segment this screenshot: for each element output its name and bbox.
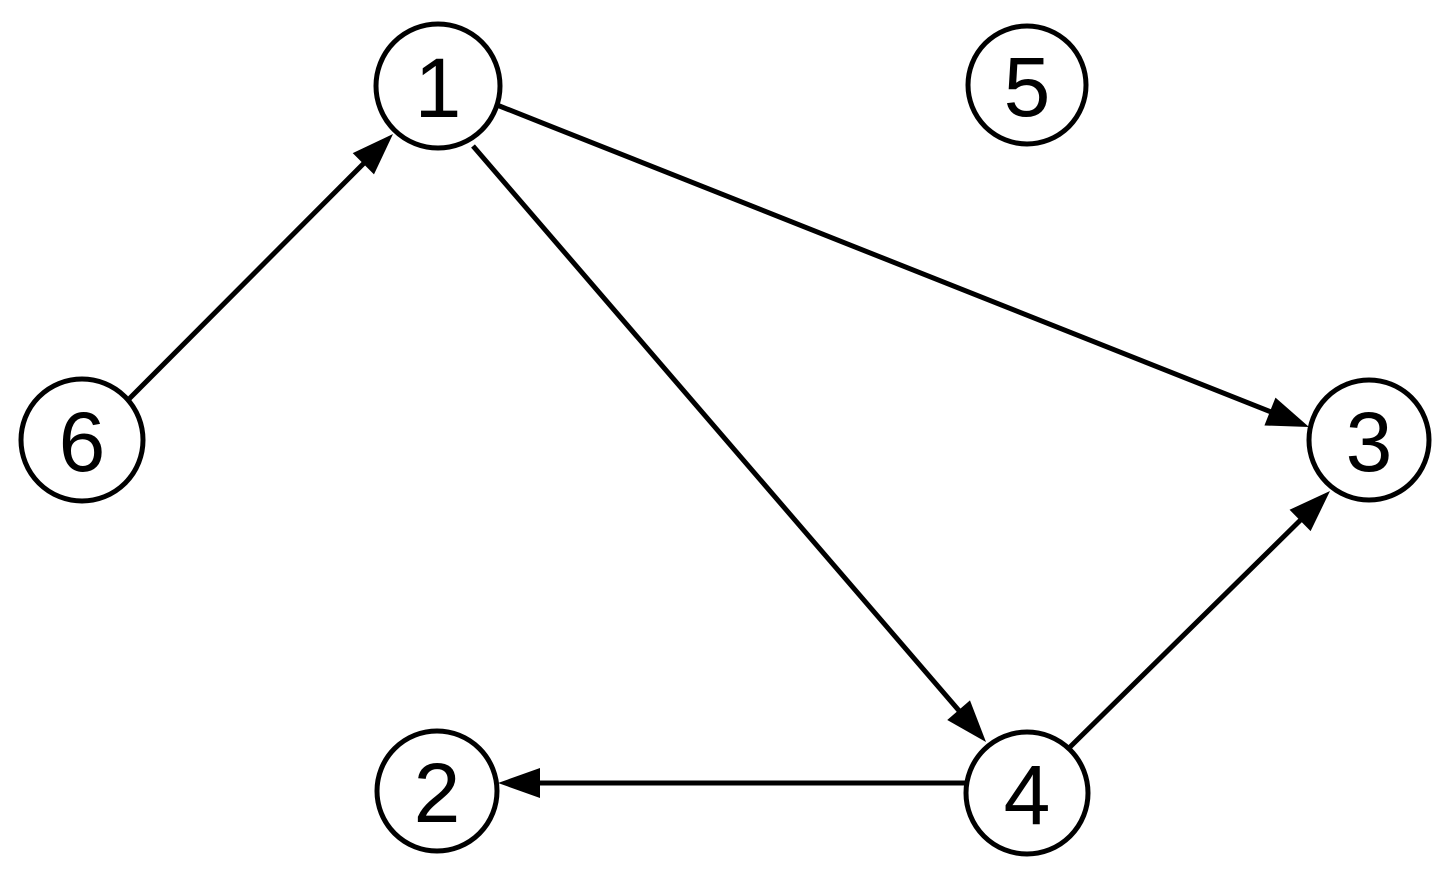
- nodes-layer: 1 2 3 4 5 6: [18, 21, 1432, 857]
- node-circle[interactable]: [18, 376, 146, 504]
- graph-node-3[interactable]: 3: [1306, 377, 1432, 503]
- edge-line: [126, 157, 370, 402]
- node-circle[interactable]: [963, 729, 1091, 857]
- edge-line: [471, 144, 965, 717]
- graph-node-5[interactable]: 5: [965, 23, 1089, 147]
- arrowhead-icon: [1264, 397, 1309, 427]
- node-label: 4: [1004, 748, 1051, 842]
- arrowhead-icon: [352, 134, 393, 175]
- graph-edge-1-3: [496, 102, 1309, 427]
- edge-line: [496, 102, 1277, 417]
- node-circle[interactable]: [374, 728, 500, 854]
- node-label: 1: [415, 41, 462, 135]
- graph-edge-4-3: [1067, 491, 1330, 750]
- node-label: 5: [1004, 40, 1051, 134]
- arrowhead-icon: [1289, 491, 1330, 532]
- node-label: 3: [1346, 395, 1393, 489]
- graph-edge-6-1: [126, 134, 393, 402]
- graph-edge-4-2: [498, 768, 967, 798]
- edge-line: [1067, 514, 1307, 750]
- arrowhead-icon: [947, 700, 986, 742]
- arrowhead-icon: [498, 768, 540, 798]
- node-label: 6: [59, 395, 106, 489]
- graph-node-6[interactable]: 6: [18, 376, 146, 504]
- graph-node-2[interactable]: 2: [374, 728, 500, 854]
- graph-edge-1-4: [471, 144, 986, 742]
- graph-node-4[interactable]: 4: [963, 729, 1091, 857]
- node-label: 2: [414, 746, 461, 840]
- graph-node-1[interactable]: 1: [373, 21, 503, 151]
- node-circle[interactable]: [965, 23, 1089, 147]
- edges-layer: [126, 102, 1330, 798]
- node-circle[interactable]: [373, 21, 503, 151]
- node-circle[interactable]: [1306, 377, 1432, 503]
